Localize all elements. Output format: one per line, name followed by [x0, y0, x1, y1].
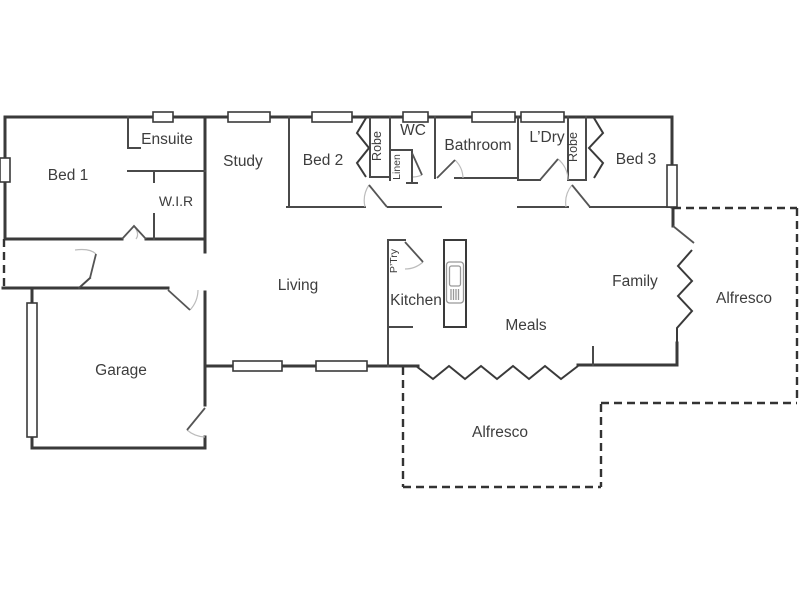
- bed2-robe-bifold: [355, 117, 371, 178]
- bed2-door-leaf: [368, 184, 388, 208]
- label-meals: Meals: [505, 317, 547, 334]
- window-laundry: [520, 111, 565, 123]
- window-bed3-side: [666, 164, 678, 208]
- windows: [0, 111, 678, 438]
- family-alfresco-stacker: [676, 249, 694, 343]
- pantry-door-leaf: [404, 241, 424, 263]
- linen-door-leaf: [411, 152, 423, 176]
- island-bench: [443, 239, 467, 328]
- kitchen-island: [443, 239, 467, 328]
- window-living-2: [315, 360, 368, 372]
- label-alfresco-rear: Alfresco: [472, 424, 528, 441]
- label-study: Study: [223, 153, 263, 170]
- label-family: Family: [612, 273, 658, 290]
- bed3-robe-bifold: [587, 117, 605, 179]
- sink-bowl: [448, 265, 462, 287]
- label-bed1: Bed 1: [48, 167, 89, 184]
- interior-walls: [77, 116, 674, 367]
- label-linen: Linen: [391, 154, 403, 180]
- window-living-1: [232, 360, 283, 372]
- dashed-outlines: [2, 206, 799, 489]
- doors: [74, 152, 695, 438]
- label-ptry: P’Try: [388, 248, 400, 273]
- sink-drainer: [450, 289, 460, 300]
- label-wc: WC: [400, 122, 426, 139]
- bed3-door-leaf: [571, 184, 591, 208]
- room-labels: Bed 1 Ensuite W.I.R Study Bed 2 Robe Lin…: [48, 122, 772, 441]
- zigzag-doors: [355, 117, 694, 381]
- bed1-double-door: [121, 224, 147, 240]
- label-robe-bed2: Robe: [370, 131, 384, 161]
- front-entry-door-leaf: [89, 253, 97, 279]
- label-bed2: Bed 2: [303, 152, 344, 169]
- label-living: Living: [278, 277, 319, 294]
- bathroom-door-leaf: [436, 159, 456, 179]
- window-bathroom: [471, 111, 516, 123]
- family-alfresco-door-leaf: [672, 225, 695, 244]
- garage-panel-door: [26, 302, 38, 438]
- label-wir: W.I.R: [159, 193, 193, 209]
- label-kitchen: Kitchen: [390, 292, 442, 309]
- label-robe-bed3: Robe: [566, 132, 580, 162]
- label-alfresco-side: Alfresco: [716, 290, 772, 307]
- door-swing-arcs: [74, 158, 573, 438]
- sink-outer: [445, 261, 465, 304]
- label-ensuite: Ensuite: [141, 131, 193, 148]
- garage-rear-door-leaf: [186, 407, 206, 431]
- label-ldry: L’Dry: [529, 129, 565, 146]
- meals-alfresco-stacker: [415, 364, 579, 381]
- alfresco-rear-outline: [401, 367, 603, 489]
- garage-internal-door-leaf: [167, 289, 191, 311]
- window-ensuite: [152, 111, 174, 123]
- label-bathroom: Bathroom: [444, 137, 511, 154]
- window-bed1-side: [0, 157, 11, 183]
- window-bed2: [311, 111, 353, 123]
- window-wc: [402, 111, 429, 123]
- label-garage: Garage: [95, 362, 147, 379]
- laundry-door-leaf: [539, 158, 559, 181]
- interior-wall-path: [77, 116, 674, 367]
- label-bed3: Bed 3: [616, 151, 657, 168]
- window-study: [227, 111, 271, 123]
- alfresco-side-outline: [601, 206, 799, 405]
